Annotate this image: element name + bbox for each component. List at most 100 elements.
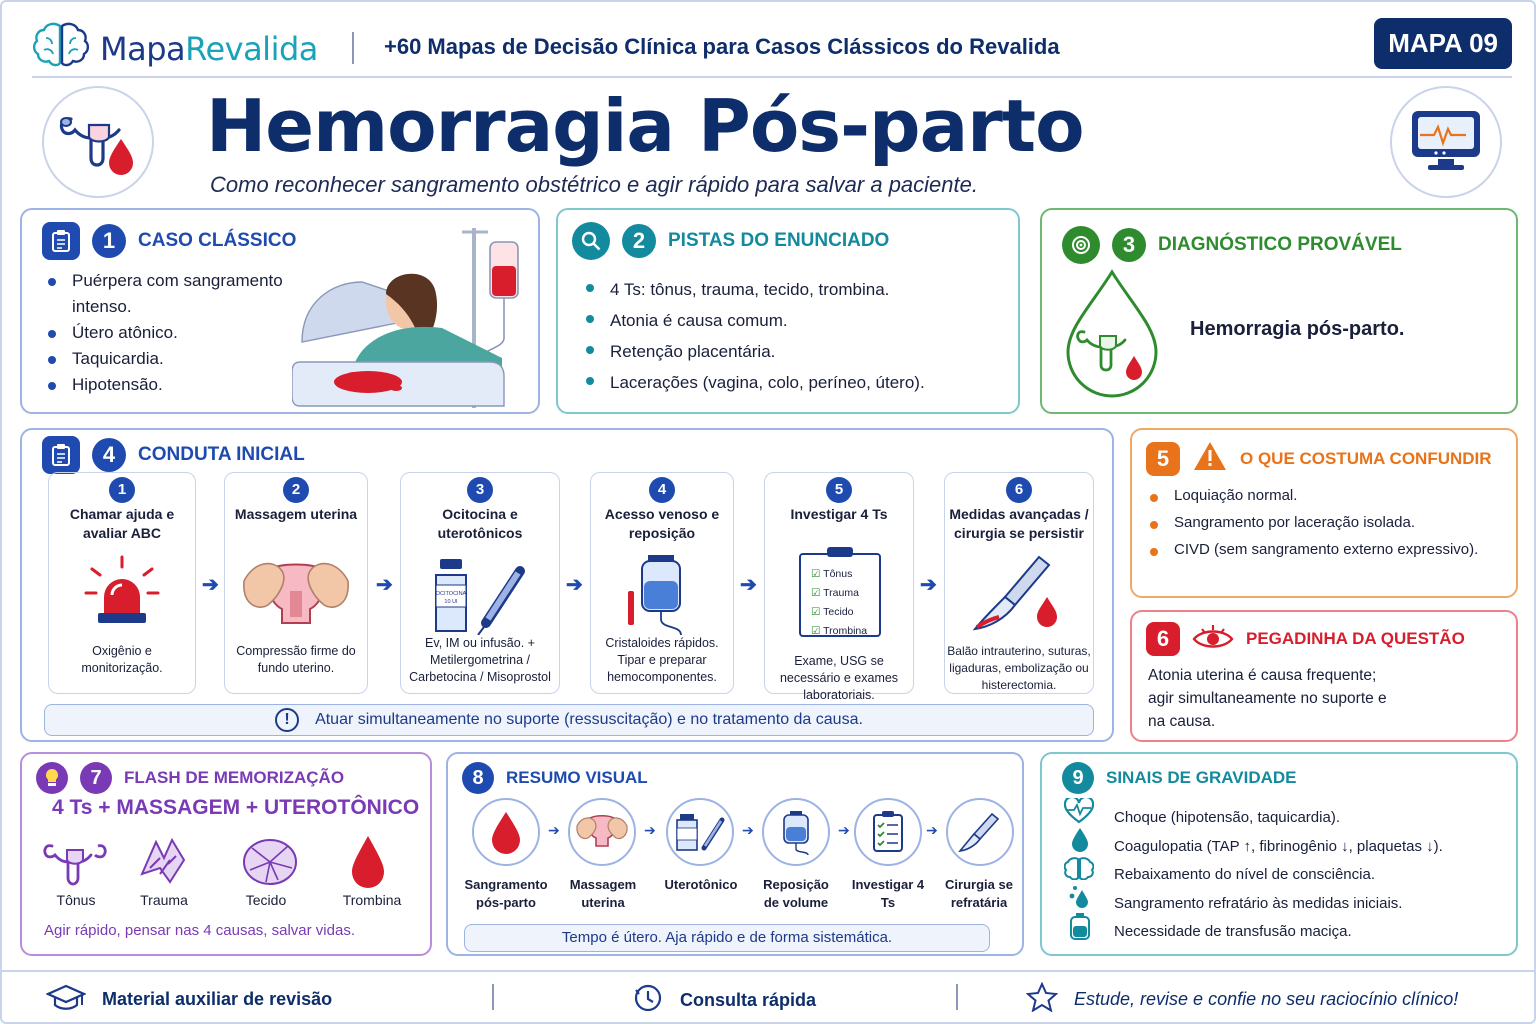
section-title: FLASH DE MEMORIZAÇÃO [124, 768, 345, 787]
summary-note: Tempo é útero. Aja rápido e de forma sis… [464, 924, 990, 952]
section-number: 1 [92, 224, 126, 258]
severity-item: Rebaixamento do nível de consciência. [1114, 866, 1375, 883]
checklist-item: ☑ Trauma [811, 587, 859, 599]
map-badge: MAPA 09 [1374, 18, 1512, 69]
section-initial-management: 4 CONDUTA INICIAL 1 Chamar ajuda e avali… [20, 428, 1114, 742]
monitor-icon [1390, 86, 1502, 198]
brain-icon [1063, 856, 1095, 885]
arrow-icon: ➔ [742, 822, 754, 838]
checkbox-icon: ☑ [811, 568, 821, 580]
trauma-icon [136, 834, 192, 895]
header: MapaRevalida +60 Mapas de Decisão Clínic… [32, 12, 1512, 78]
step-card: 6 Medidas avançadas / cirurgia se persis… [944, 472, 1094, 694]
footer-text: Estude, revise e confie no seu raciocíni… [1074, 989, 1459, 1009]
list-item: Retenção placentária. [582, 336, 1002, 367]
trick-text: Atonia uterina é causa frequente; agir s… [1148, 667, 1387, 730]
step-description: Compressão firme do fundo uterino. [236, 644, 356, 675]
step-description: Oxigênio e monitorização. [81, 644, 163, 675]
brain-logo-icon [32, 20, 90, 77]
section-title: CONDUTA INICIAL [138, 444, 305, 465]
step-card: 4 Acesso venoso e reposição Cristaloides… [590, 472, 734, 694]
checkbox-icon: ☑ [811, 625, 821, 637]
list-item: Lacerações (vagina, colo, períneo, útero… [582, 367, 1002, 398]
massage-icon [568, 798, 636, 866]
arrow-icon: ➔ [920, 574, 937, 596]
graduation-cap-icon [45, 982, 87, 1017]
checkbox-icon: ☑ [811, 587, 821, 599]
checklist-item: ☑ Tecido [811, 606, 854, 618]
step-title: Massagem uterina [234, 506, 358, 522]
clipboard-icon [42, 436, 80, 474]
vial-dose: 10 UI [444, 599, 458, 605]
uterus-blood-icon [42, 86, 154, 198]
section-title: PEGADINHA DA QUESTÃO [1246, 629, 1465, 648]
footer-divider [956, 984, 958, 1010]
iv-volume-icon [762, 798, 830, 866]
magnifier-icon [572, 222, 610, 260]
list-item: Taquicardia. [44, 346, 314, 372]
summary-label: Reposição de volume [763, 877, 829, 910]
severity-item: Necessidade de transfusão maciça. [1114, 923, 1352, 940]
section-title: CASO CLÁSSICO [138, 230, 297, 251]
severity-item: Sangramento refratário às medidas inicia… [1114, 894, 1403, 912]
checklist-item: ☑ Trombina [811, 625, 868, 637]
section-title: SINAIS DE GRAVIDADE [1106, 768, 1297, 787]
section-title: DIAGNÓSTICO PROVÁVEL [1158, 234, 1402, 255]
footer: Material auxiliar de revisão Consulta rá… [2, 970, 1534, 1022]
arrow-icon: ➔ [926, 822, 938, 838]
drop-uterus-icon [1062, 268, 1162, 403]
vial-label: OCITOCINA [436, 591, 467, 597]
step-description: Ev, IM ou infusão. + Metilergometrina / … [409, 636, 551, 684]
section-number: 2 [622, 224, 656, 258]
clock-icon [632, 982, 664, 1019]
checklist-item: ☑ Tônus [811, 568, 853, 580]
list-item: 4 Ts: tônus, trauma, tecido, trombina. [582, 274, 1002, 305]
bleeding-icon [472, 798, 540, 866]
section-memorization: 7 FLASH DE MEMORIZAÇÃO 4 Ts + MASSAGEM +… [20, 752, 432, 956]
surgery-icon [946, 798, 1014, 866]
target-icon [1062, 226, 1100, 264]
cause-label: Tônus [56, 892, 96, 908]
footer-text: Consulta rápida [680, 990, 817, 1010]
step-card: 5 Investigar 4 Ts ☑ Tônus ☑ Trauma ☑ Tec… [764, 472, 914, 702]
section-severity-signs: 9 SINAIS DE GRAVIDADE Choque (hipotensão… [1040, 752, 1518, 956]
step-title: Chamar ajuda e avaliar ABC [69, 506, 175, 541]
section-confusions: 5 O QUE COSTUMA CONFUNDIR Loquiação norm… [1130, 428, 1518, 598]
arrow-icon: ➔ [376, 574, 393, 596]
section-number: 6 [1146, 622, 1180, 656]
step-card: 2 Massagem uterina Compressão firme do f… [224, 472, 368, 694]
arrow-icon: ➔ [548, 822, 560, 838]
step-number: 6 [1006, 477, 1032, 503]
footer-item: Consulta rápida [632, 982, 816, 1019]
arrow-icon: ➔ [566, 574, 583, 596]
list-item: CIVD (sem sangramento externo expressivo… [1146, 538, 1486, 561]
section-number: 3 [1112, 228, 1146, 262]
list-item: Loquiação normal. [1146, 484, 1486, 507]
page-title: Hemorragia Pós-parto [206, 84, 1085, 168]
section-title: O QUE COSTUMA CONFUNDIR [1240, 448, 1492, 468]
drops-icon [1068, 884, 1092, 915]
tagline: +60 Mapas de Decisão Clínica para Casos … [384, 34, 1060, 59]
arrow-icon: ➔ [202, 574, 219, 596]
lightbulb-icon [36, 762, 68, 794]
arrow-icon: ➔ [644, 822, 656, 838]
summary-label: Uterotônico [664, 877, 738, 892]
brand: MapaRevalida [32, 20, 318, 77]
cause-label: Trombina [342, 892, 402, 908]
step-number: 3 [467, 477, 493, 503]
section-trick: 6 PEGADINHA DA QUESTÃO Atonia uterina é … [1130, 610, 1518, 742]
checkbox-icon: ☑ [811, 606, 821, 618]
star-icon [1025, 981, 1059, 1017]
scalpel-icon [969, 551, 1069, 640]
footer-item: Estude, revise e confie no seu raciocíni… [1025, 981, 1459, 1017]
checklist-icon [854, 798, 922, 866]
diagnosis-text: Hemorragia pós-parto. [1190, 318, 1405, 340]
blood-bag-icon [1068, 912, 1092, 947]
clipboard-icon [42, 222, 80, 260]
arrow-icon: ➔ [838, 822, 850, 838]
page-subtitle: Como reconhecer sangramento obstétrico e… [210, 172, 978, 197]
info-icon: ! [275, 707, 300, 732]
section-number: 9 [1062, 762, 1094, 794]
